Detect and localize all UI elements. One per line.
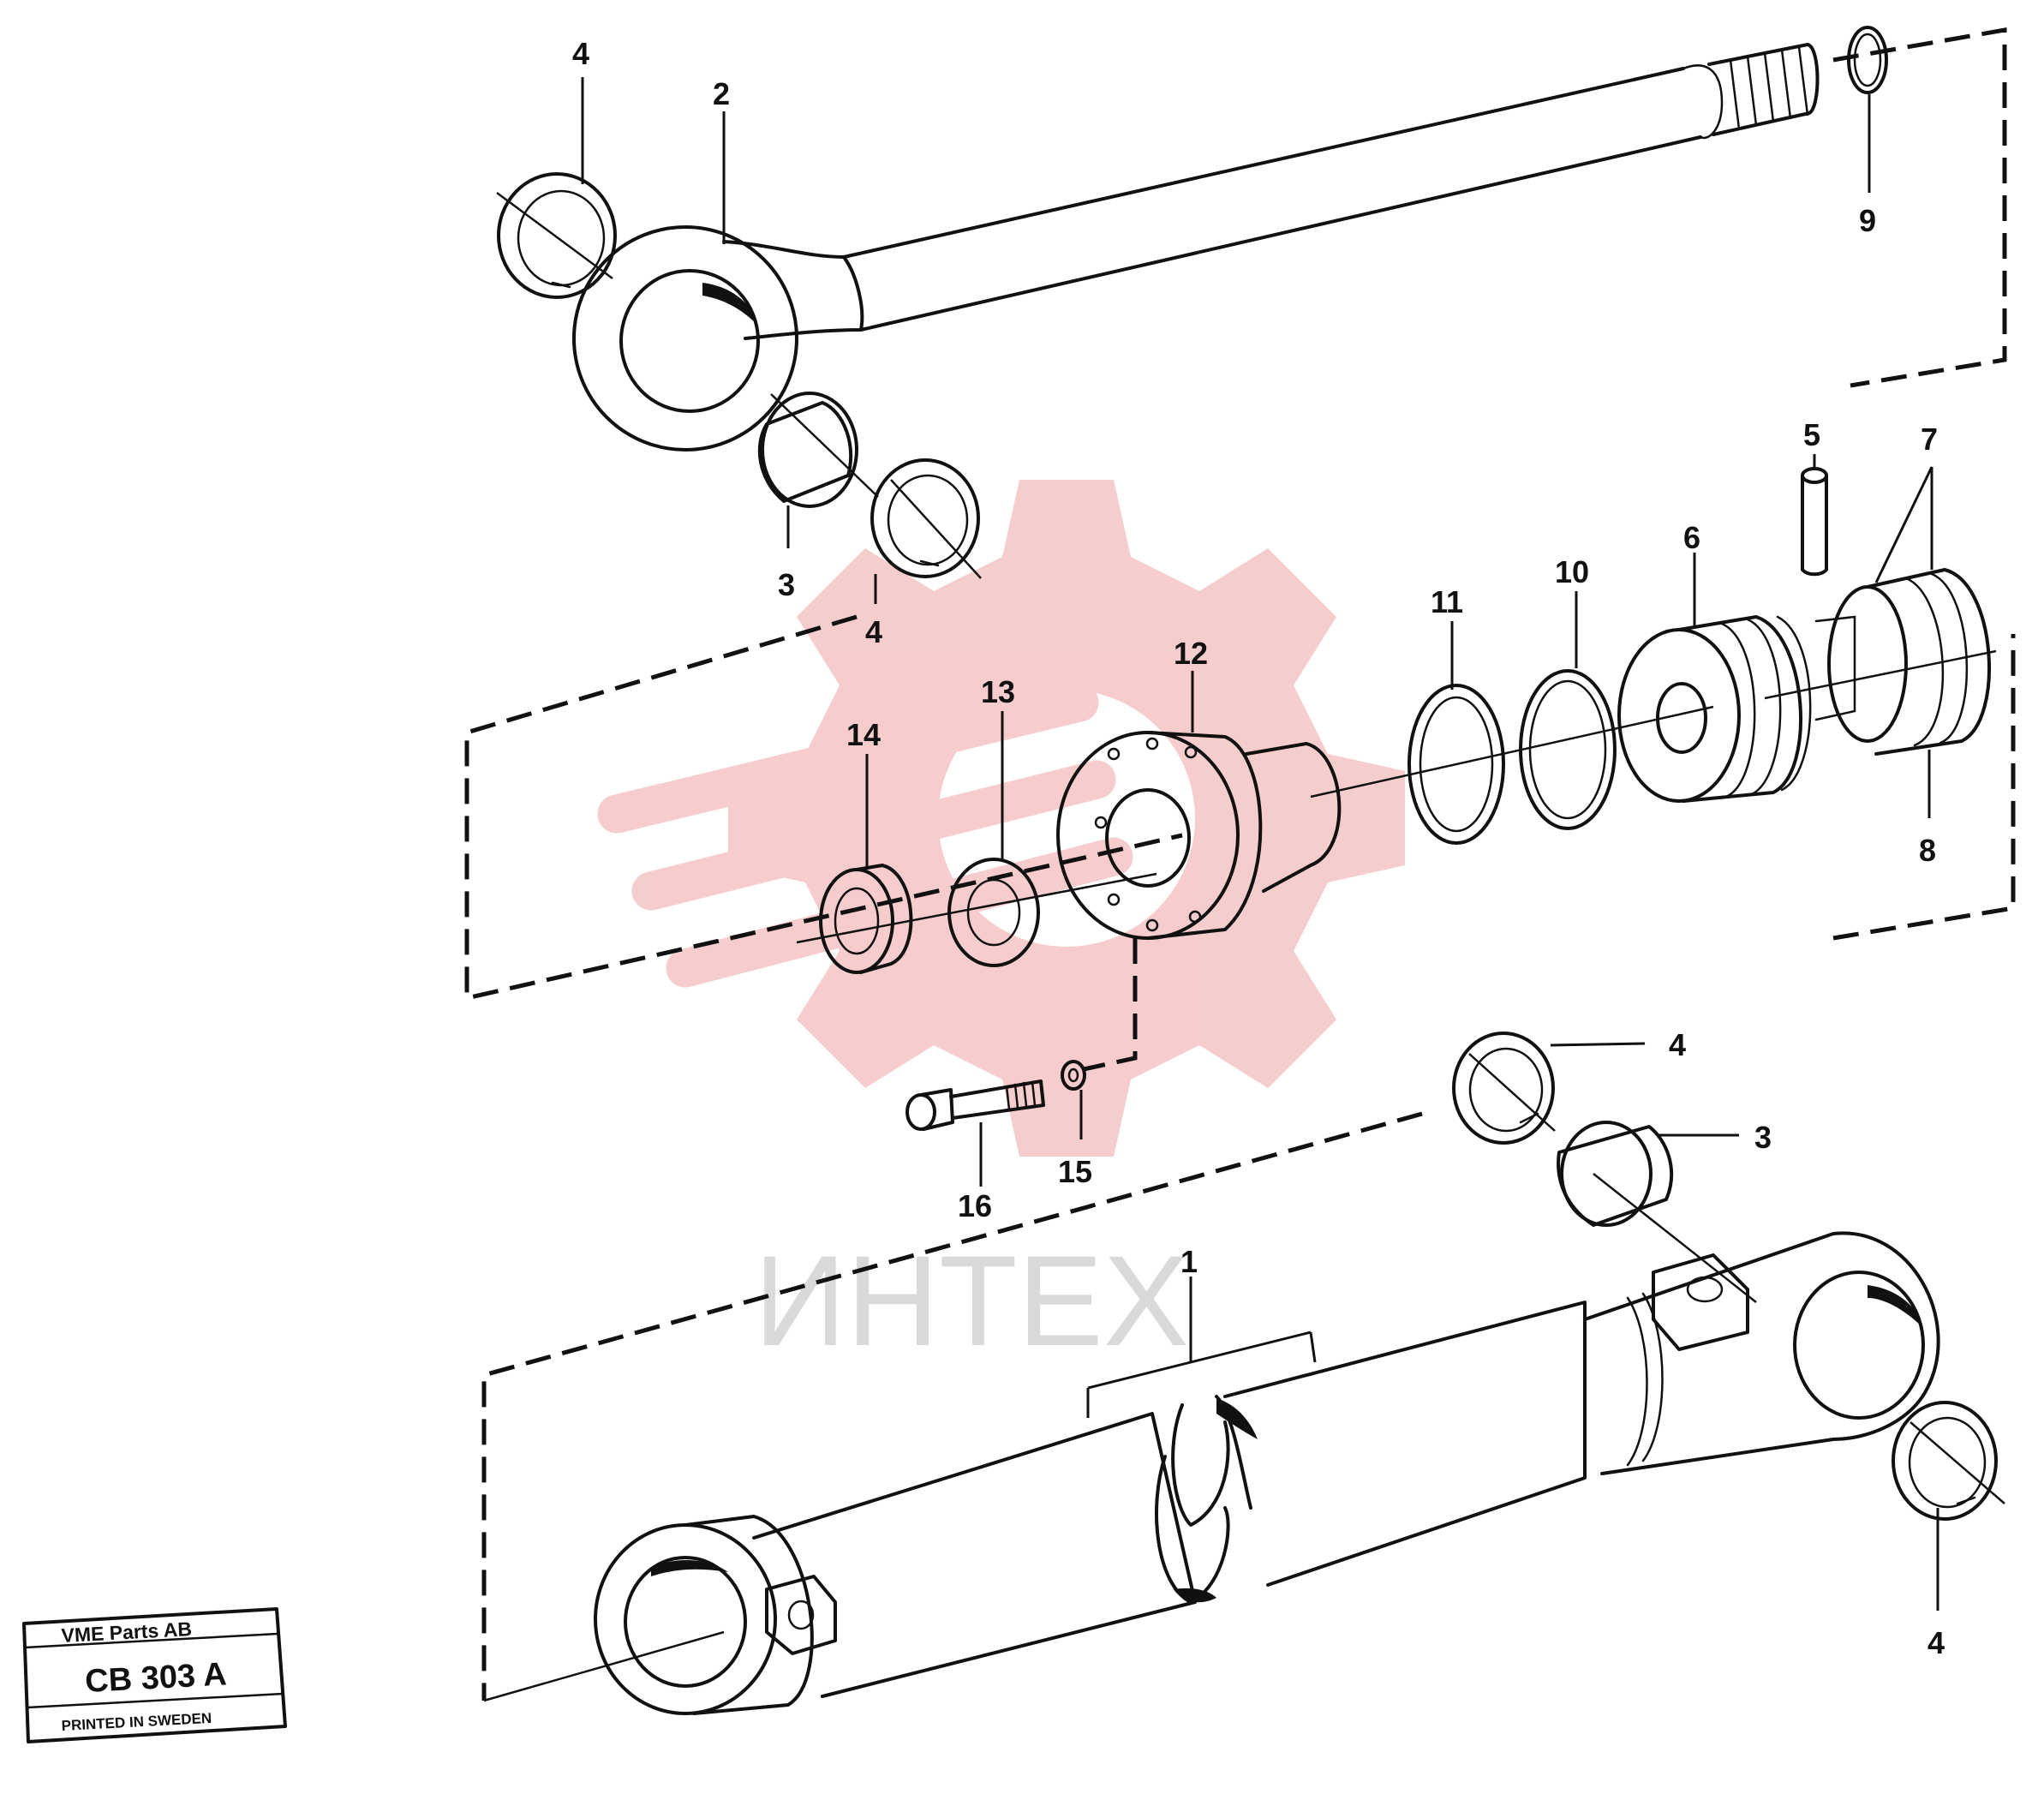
callout-3: 3 — [1754, 1120, 1772, 1155]
watermark-gear-logo — [597, 480, 1405, 1157]
watermark-speed-line-2 — [631, 760, 1116, 911]
callout-14: 14 — [846, 717, 881, 752]
callout-10: 10 — [1555, 554, 1589, 589]
callout-11: 11 — [1431, 584, 1463, 619]
frame-cylinder-assembly — [481, 1111, 1423, 1701]
callout-4: 4 — [1669, 1027, 1686, 1062]
rod-thread-end — [1707, 43, 1820, 136]
rod-eye-bearing-shadow — [702, 283, 758, 326]
callout-4: 4 — [1927, 1625, 1945, 1660]
callout-9: 9 — [1859, 203, 1876, 238]
rod-thread — [1682, 64, 1724, 140]
callout-7: 7 — [1921, 422, 1938, 457]
callout-15: 15 — [1058, 1154, 1092, 1189]
frame-bolt-link — [1083, 938, 1138, 1072]
part-3-bushing-top — [757, 392, 879, 508]
callout-4: 4 — [572, 36, 589, 71]
part-12-cylinder-head — [1056, 731, 1342, 940]
piston-assembly-axis — [796, 649, 1997, 944]
rod-shaft — [842, 67, 1702, 332]
leader-lines — [581, 77, 1939, 1611]
stamp-divider-bottom — [26, 1692, 284, 1709]
frame-piston-assembly — [464, 614, 1183, 1002]
part-4-lock-ring-top-left — [496, 172, 617, 299]
catalog-stamp: VME Parts AB CB 303 A PRINTED IN SWEDEN — [22, 1607, 287, 1743]
frame-piston-assembly-right — [1832, 634, 2016, 941]
leader-4c — [1550, 1042, 1646, 1047]
watermark-text: ИНТЕХ — [754, 1229, 1189, 1372]
callout-3: 3 — [778, 567, 795, 602]
part-6-piston — [1617, 615, 1812, 803]
stamp-code: CB 303 A — [84, 1656, 227, 1700]
part-11-guide-ring — [1407, 684, 1505, 845]
callout-13: 13 — [981, 674, 1015, 709]
rod-neck — [722, 240, 864, 340]
callout-1: 1 — [1180, 1244, 1198, 1279]
part-1-cylinder-tube — [483, 1231, 1940, 1715]
callout-2: 2 — [713, 76, 730, 111]
leader-7 — [1874, 466, 1933, 583]
stamp-border — [22, 1607, 287, 1743]
part-4-lock-ring-bottom-upper — [1452, 1032, 1556, 1145]
callout-labels: 4 2 9 3 4 5 7 6 10 11 12 13 14 8 4 3 16 … — [572, 36, 1945, 1660]
assembly-frames — [464, 27, 2016, 1701]
part-15-washer — [1061, 1060, 1086, 1091]
rod-thread-turns — [1729, 45, 1809, 130]
part-4-lock-ring-bottom-lower — [1892, 1401, 2005, 1521]
part-16-bolt — [905, 1079, 1045, 1131]
part-2-piston-rod — [572, 43, 1820, 452]
bolt-thread — [1005, 1080, 1037, 1111]
watermark-speed-line-3 — [666, 837, 1133, 988]
part-5-pin — [1801, 467, 1828, 577]
callout-4: 4 — [865, 614, 882, 649]
callout-12: 12 — [1174, 636, 1208, 671]
leader-1 — [1086, 1277, 1317, 1418]
part-4-lock-ring-mid — [870, 458, 982, 579]
callout-8: 8 — [1919, 833, 1936, 868]
part-7-8-piston-seals — [1814, 568, 1991, 756]
part-9-o-ring — [1847, 26, 1888, 94]
head-bolt-holes — [1094, 737, 1202, 932]
callout-16: 16 — [958, 1188, 992, 1223]
stamp-divider-top — [23, 1632, 279, 1649]
callout-6: 6 — [1683, 520, 1700, 555]
rod-eye-inner — [619, 269, 760, 413]
callout-5: 5 — [1803, 417, 1820, 452]
part-10-seal-ring — [1519, 669, 1617, 830]
part-3-bushing-bottom — [1557, 1121, 1757, 1303]
rod-eye-outer — [572, 225, 798, 452]
frame-rod-assembly — [1832, 27, 2007, 388]
part-14-wiper — [819, 864, 913, 974]
